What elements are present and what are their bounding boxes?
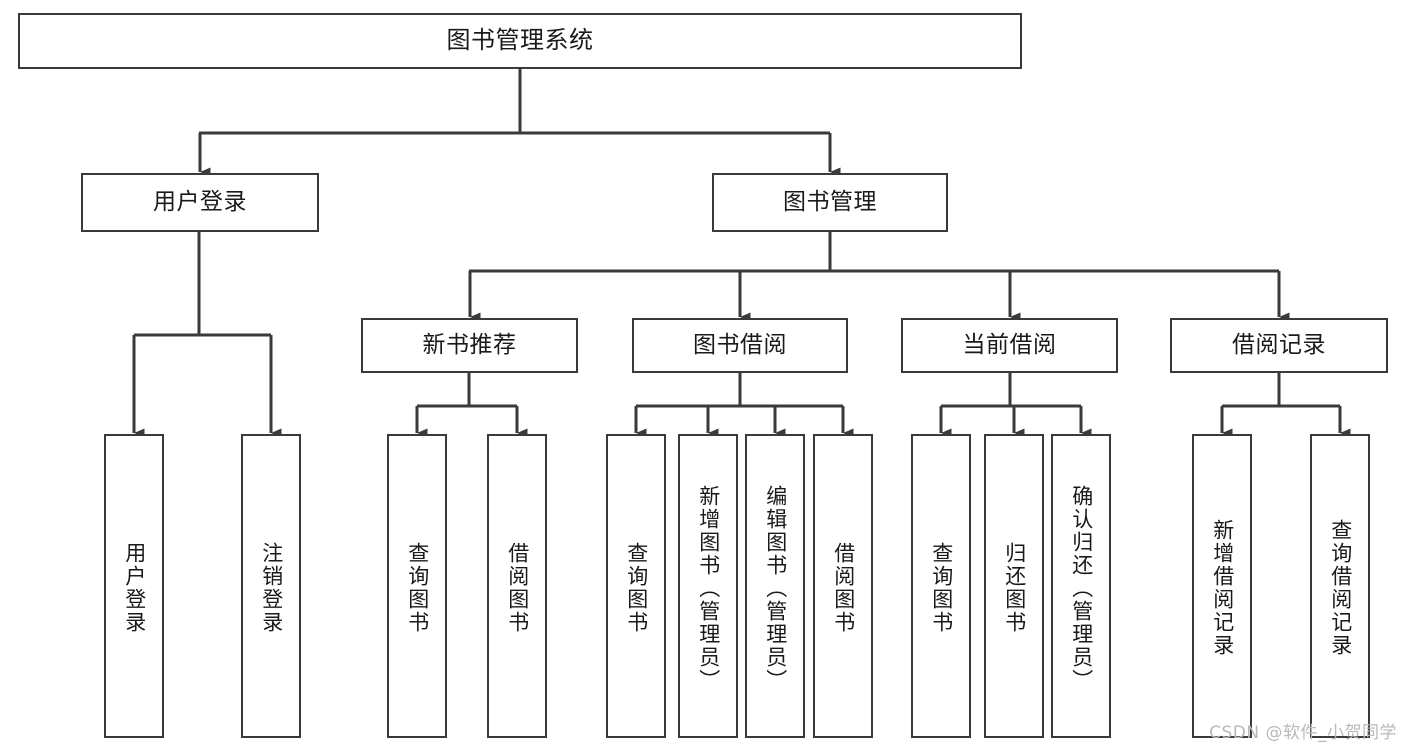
node-leaf-cur-return[interactable]: 归还图书 <box>984 434 1044 738</box>
node-label: 借阅图书 <box>831 542 856 634</box>
node-label: 图书管理系统 <box>446 26 594 55</box>
node-label: 确认归还（管理员） <box>1069 484 1094 692</box>
node-current[interactable]: 当前借阅 <box>901 318 1118 373</box>
node-leaf-bq-add[interactable]: 新增图书（管理员） <box>678 434 738 738</box>
node-label: 图书管理 <box>783 189 877 216</box>
node-label: 注销登录 <box>259 542 284 634</box>
node-label: 查询图书 <box>405 542 430 634</box>
node-label: 编辑图书（管理员） <box>763 484 788 692</box>
node-bookmgmt[interactable]: 图书管理 <box>712 173 948 232</box>
node-label: 借阅记录 <box>1232 332 1326 359</box>
node-label: 借阅图书 <box>505 542 530 634</box>
node-leaf-bq-edit[interactable]: 编辑图书（管理员） <box>745 434 805 738</box>
node-root[interactable]: 图书管理系统 <box>18 13 1022 69</box>
node-label: 查询图书 <box>624 542 649 634</box>
node-label: 新增图书（管理员） <box>696 484 721 692</box>
node-leaf-bq-borrow[interactable]: 借阅图书 <box>813 434 873 738</box>
node-leaf-cur-query[interactable]: 查询图书 <box>911 434 971 738</box>
node-label: 归还图书 <box>1002 542 1027 634</box>
node-label: 用户登录 <box>122 542 147 634</box>
node-label: 新书推荐 <box>422 332 517 359</box>
node-label: 查询借阅记录 <box>1328 519 1353 657</box>
node-leaf-new-query[interactable]: 查询图书 <box>387 434 447 738</box>
node-leaf-rec-add[interactable]: 新增借阅记录 <box>1192 434 1252 738</box>
node-label: 用户登录 <box>153 189 247 216</box>
node-leaf-cur-confirm[interactable]: 确认归还（管理员） <box>1051 434 1111 738</box>
node-leaf-rec-query[interactable]: 查询借阅记录 <box>1310 434 1370 738</box>
node-label: 查询图书 <box>929 542 954 634</box>
node-newbook[interactable]: 新书推荐 <box>361 318 578 373</box>
node-leaf-bq-query[interactable]: 查询图书 <box>606 434 666 738</box>
node-label: 新增借阅记录 <box>1210 519 1235 657</box>
node-leaf-user-login[interactable]: 用户登录 <box>104 434 164 738</box>
node-label: 当前借阅 <box>962 332 1057 359</box>
node-leaf-user-logout[interactable]: 注销登录 <box>241 434 301 738</box>
node-borrow[interactable]: 图书借阅 <box>632 318 848 373</box>
node-records[interactable]: 借阅记录 <box>1170 318 1388 373</box>
csdn-watermark: CSDN @软件_小贺同学 <box>1209 723 1397 743</box>
node-login[interactable]: 用户登录 <box>81 173 319 232</box>
node-label: 图书借阅 <box>693 332 787 359</box>
node-leaf-new-borrow[interactable]: 借阅图书 <box>487 434 547 738</box>
